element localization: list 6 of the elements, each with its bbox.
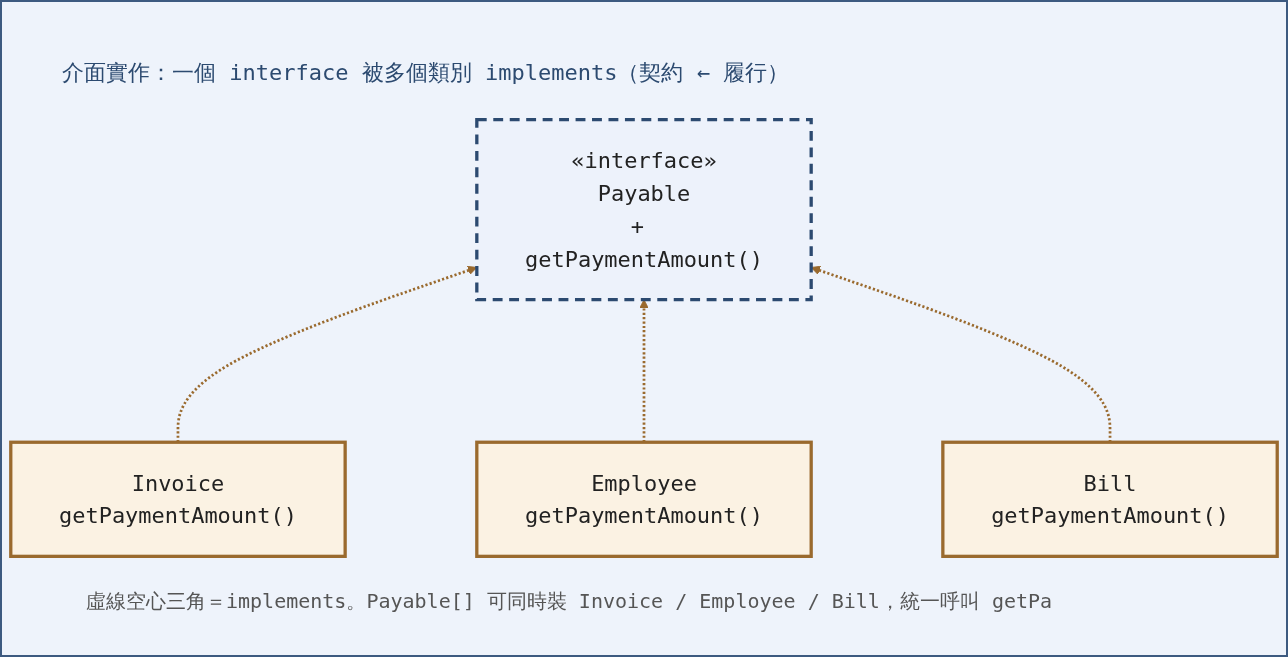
- node-box: Employee getPaymentAmount(): [475, 440, 813, 558]
- note-text: 虛線空心三角＝implements。Payable[] 可同時裝 Invoice / Employee / Bill，統一呼叫 getPa: [86, 588, 1053, 615]
- diagram-title: 介面實作：一個 interface 被多個類別 implements（契約 ← 履行）: [62, 59, 790, 87]
- node-box: Invoice getPaymentAmount(): [9, 440, 347, 558]
- node-box: «interface» Payable + getPaymentAmount(): [475, 118, 813, 302]
- node-box: Bill getPaymentAmount(): [941, 440, 1279, 558]
